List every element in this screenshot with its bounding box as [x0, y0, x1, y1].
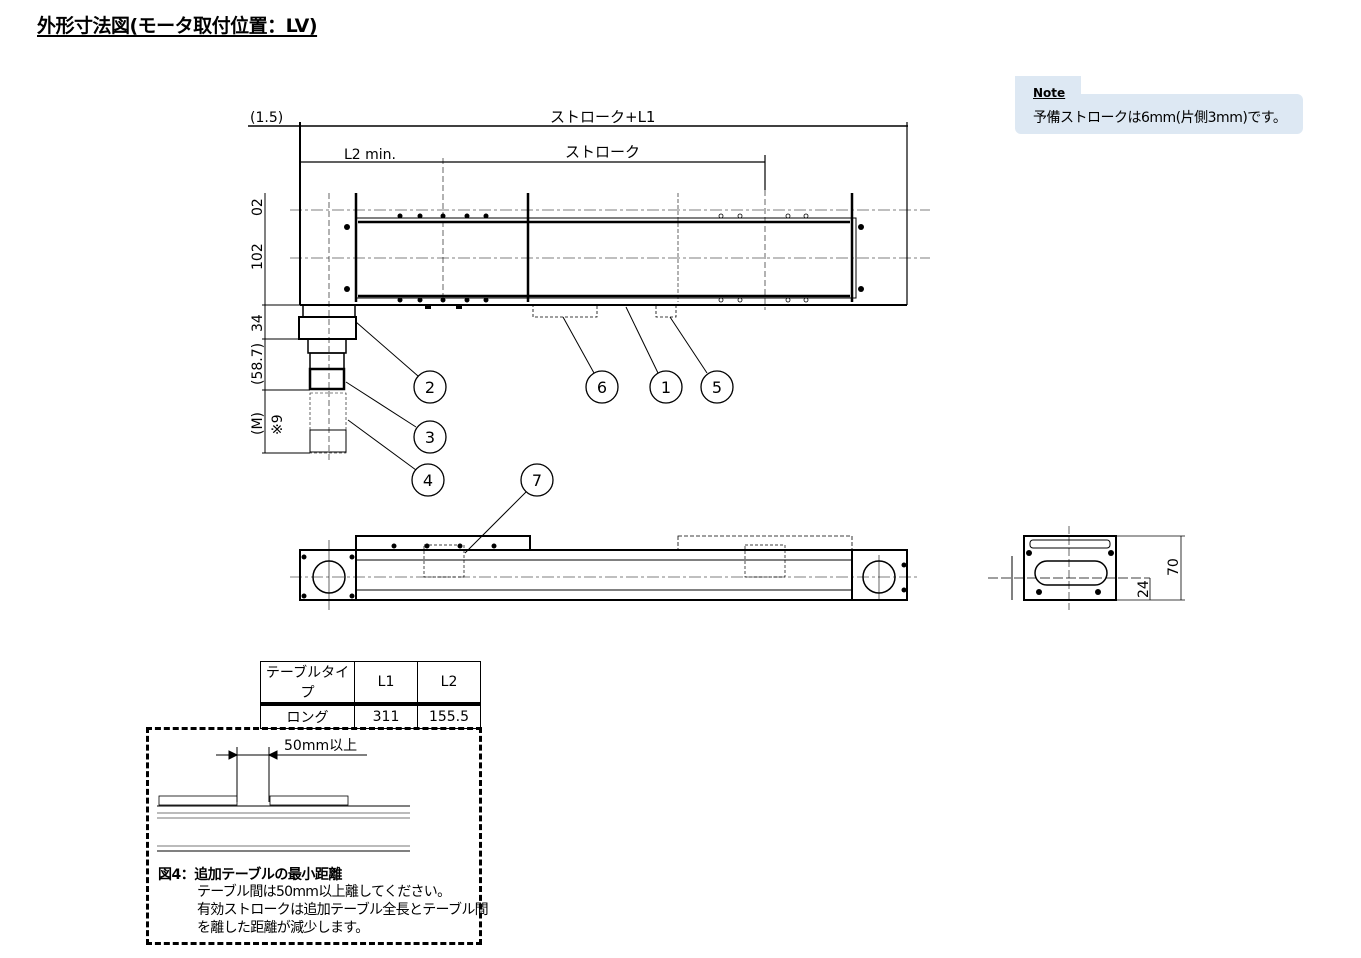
callout-2: 2 — [425, 378, 435, 397]
figure4-caption: 図4：追加テーブルの最小距離 — [158, 867, 342, 883]
callout-6: 6 — [597, 378, 607, 397]
note-text: 予備ストロークは6mm(片側3mm)です。 — [1033, 110, 1287, 126]
callout-7: 7 — [532, 471, 542, 490]
table-row: ロング 311 155.5 — [260, 703, 481, 729]
side-view — [290, 535, 920, 610]
header-l2: L2 — [417, 661, 481, 706]
note-heading: Note — [1033, 86, 1066, 100]
note-tab — [1015, 76, 1081, 96]
dim-l2: L2 min. — [344, 147, 396, 163]
figure4-box — [146, 727, 482, 945]
dim-stroke-l1: ストローク+L1 — [550, 108, 655, 126]
dim-9: ※9 — [270, 414, 286, 435]
dim-102: 102 — [250, 243, 266, 270]
header-l1: L1 — [354, 661, 418, 706]
dim-stroke: ストローク — [565, 143, 640, 161]
cell-type: ロング — [260, 703, 355, 729]
table-header-row: テーブルタイプ L1 L2 — [260, 661, 481, 706]
dim-offset: (1.5) — [250, 110, 283, 126]
dim-20: 02 — [250, 198, 266, 216]
cell-l1: 311 — [354, 703, 418, 729]
end-view — [988, 526, 1185, 610]
leader-lines — [345, 306, 708, 554]
dim-34: 34 — [250, 314, 266, 332]
table-type-table: テーブルタイプ L1 L2 ロング 311 155.5 — [260, 661, 481, 729]
dim-24: 24 — [1136, 580, 1152, 598]
header-table-type: テーブルタイプ — [260, 661, 355, 706]
callout-5: 5 — [712, 378, 722, 397]
dim-70: 70 — [1166, 558, 1182, 576]
page-title: 外形寸法図(モータ取付位置：LV) — [37, 15, 318, 37]
figure4-drawing — [157, 747, 410, 852]
dim-58-7: (58.7) — [250, 343, 266, 385]
callout-3: 3 — [425, 428, 435, 447]
note-box — [1015, 94, 1303, 134]
callouts — [411, 370, 734, 497]
callout-1: 1 — [661, 378, 671, 397]
left-dimensions — [262, 193, 310, 454]
figure4-line-2: 有効ストロークは追加テーブル全長とテーブル間 — [197, 902, 489, 918]
dim-m: (M) — [250, 412, 266, 435]
top-dimensions — [248, 122, 908, 305]
figure4-line-3: を離した距離が減少します。 — [197, 920, 369, 936]
cell-l2: 155.5 — [417, 703, 481, 729]
figure4-line-1: テーブル間は50mm以上離してください。 — [197, 884, 451, 900]
callout-4: 4 — [423, 471, 433, 490]
figure4-dim-label: 50mm以上 — [284, 738, 358, 754]
top-view — [290, 190, 930, 460]
